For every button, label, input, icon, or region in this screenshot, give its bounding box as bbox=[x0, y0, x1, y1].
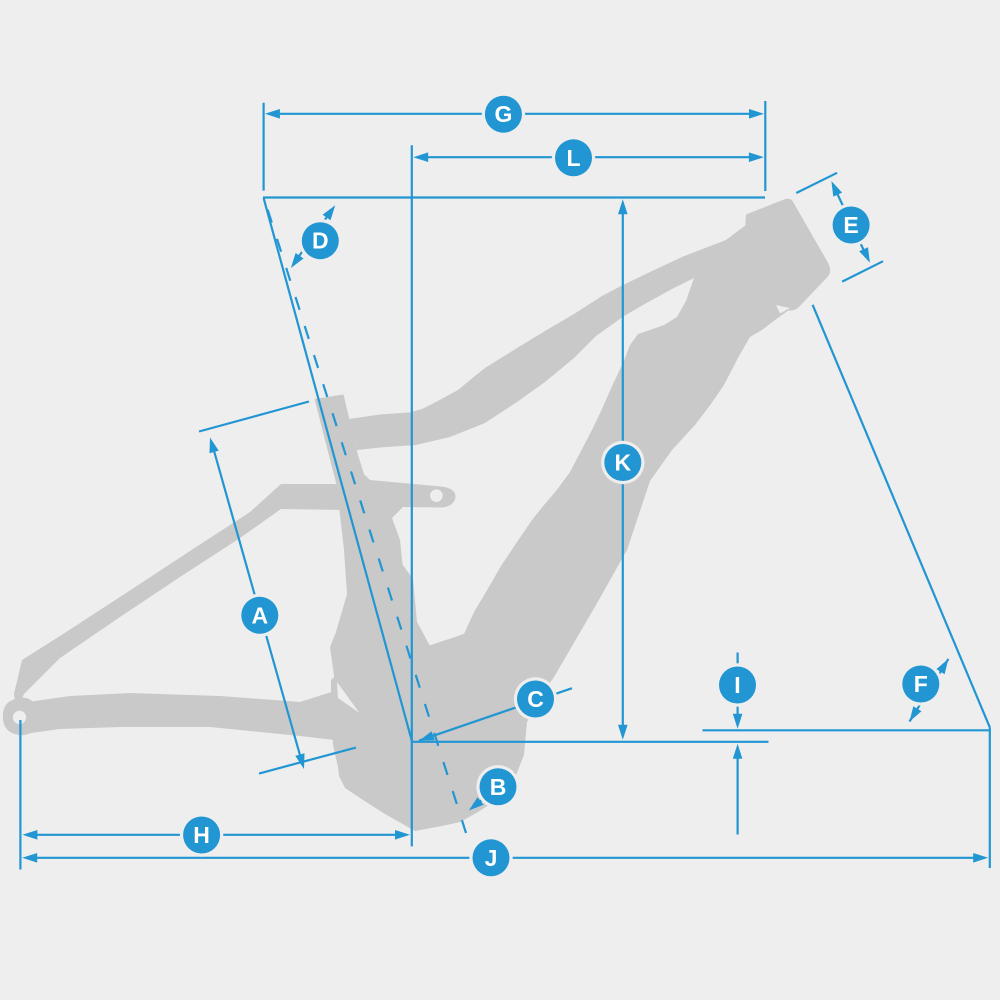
svg-text:L: L bbox=[566, 145, 580, 171]
svg-text:G: G bbox=[494, 101, 512, 127]
svg-text:D: D bbox=[312, 228, 329, 254]
svg-text:C: C bbox=[527, 686, 544, 712]
svg-text:H: H bbox=[193, 822, 210, 848]
svg-text:A: A bbox=[251, 602, 268, 628]
svg-text:B: B bbox=[490, 774, 507, 800]
svg-text:K: K bbox=[614, 450, 631, 476]
svg-text:E: E bbox=[843, 212, 858, 238]
svg-text:F: F bbox=[914, 671, 928, 697]
svg-text:I: I bbox=[734, 672, 740, 698]
svg-text:J: J bbox=[485, 845, 498, 871]
